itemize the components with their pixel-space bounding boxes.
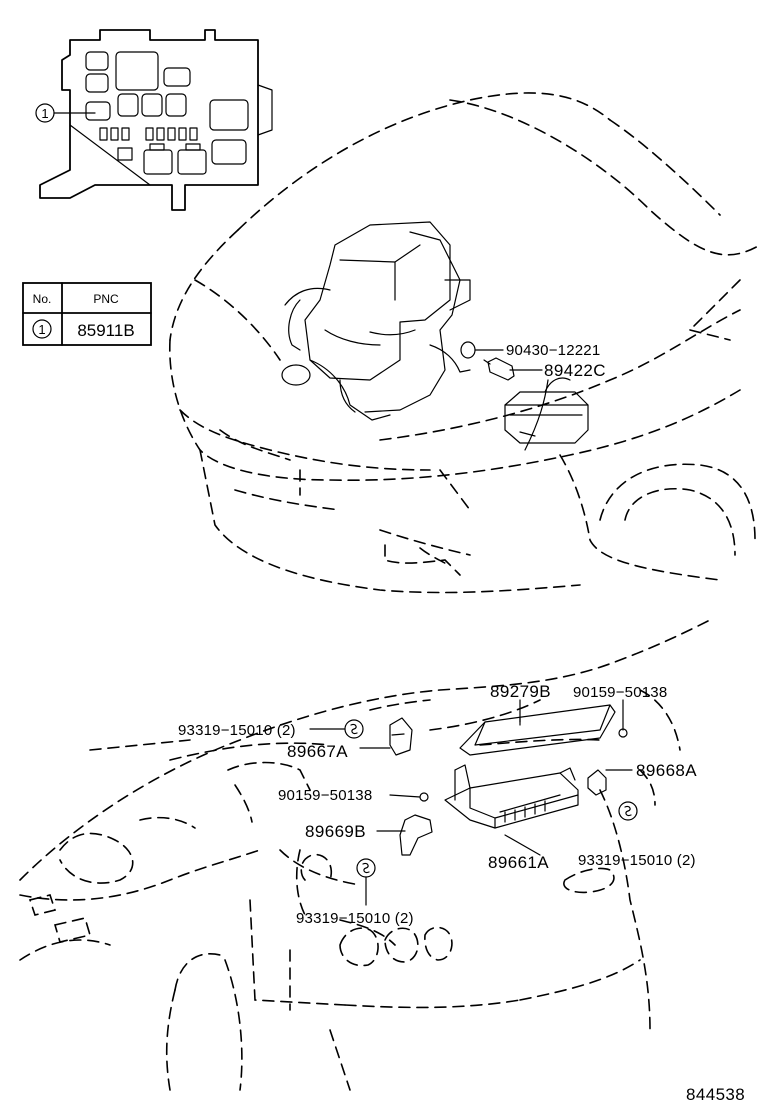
label-90159-50138-left: 90159−50138 xyxy=(278,787,372,804)
dashboard-drawing xyxy=(19,619,711,1091)
bracket-drawings xyxy=(389,717,607,856)
label-89279B: 89279B xyxy=(490,682,551,701)
label-89422C: 89422C xyxy=(544,361,606,380)
label-90159-50138-right: 90159−50138 xyxy=(573,684,667,701)
fuse-box-drawing xyxy=(39,29,273,211)
table-header-pnc: PNC xyxy=(93,292,119,306)
label-89668A: 89668A xyxy=(636,761,697,780)
label-89667A: 89667A xyxy=(287,742,348,761)
table-row-pnc: 85911B xyxy=(77,321,134,340)
fuse-box-callout: 1 xyxy=(35,103,96,123)
legend-table: No. PNC 1 85911B xyxy=(22,282,152,346)
table-row-no: 1 xyxy=(38,322,45,337)
ecu-drawing xyxy=(444,764,579,829)
label-93319-15010-right: 93319−15010 (2) xyxy=(578,852,696,869)
engine-drawing xyxy=(281,221,471,421)
callout-number: 1 xyxy=(41,106,48,121)
label-89661A: 89661A xyxy=(488,853,549,872)
sensor-parts xyxy=(460,341,549,451)
table-header-no: No. xyxy=(33,292,52,306)
label-93319-15010-bottom: 93319−15010 (2) xyxy=(296,910,414,927)
label-89669B: 89669B xyxy=(305,822,366,841)
leader-lines xyxy=(309,699,633,906)
reservoir-drawing xyxy=(504,377,589,444)
figure-number: 844538 xyxy=(686,1085,745,1104)
label-93319-15010-top: 93319−15010 (2) xyxy=(178,722,296,739)
label-90430-12221: 90430−12221 xyxy=(506,342,600,359)
vehicle-front-drawing xyxy=(168,92,760,594)
airbag-module-drawing xyxy=(459,704,616,756)
